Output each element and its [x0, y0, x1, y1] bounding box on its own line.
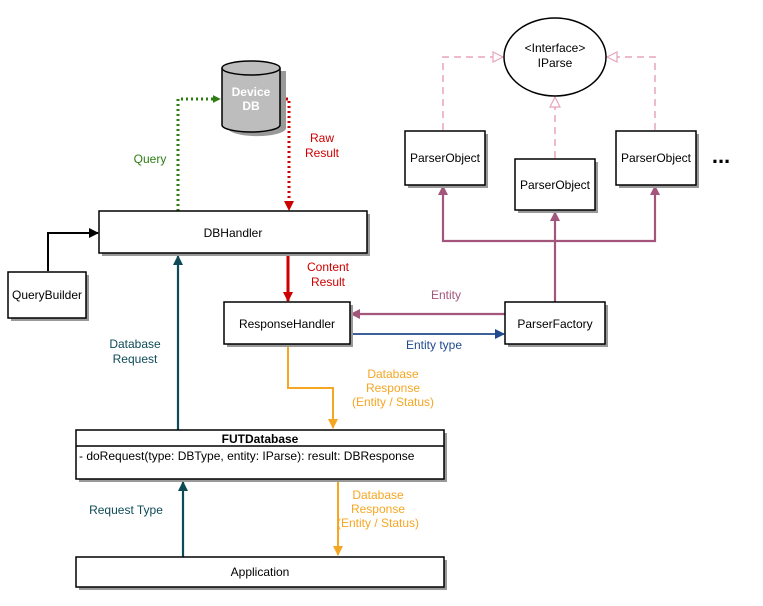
parser-factory-label: ParserFactory	[517, 317, 592, 331]
parser-object-left[interactable]: ParserObject	[404, 130, 488, 188]
db-response-top-label-line2: Response	[366, 381, 420, 395]
parser-object-mid[interactable]: ParserObject	[514, 158, 598, 213]
db-response-top-label-line1: Database	[367, 367, 419, 381]
interface-stereotype: <Interface>	[525, 41, 586, 55]
fut-database[interactable]: FUTDatabase - doRequest(type: DBType, en…	[75, 429, 447, 482]
device-db[interactable]: Device DB	[221, 60, 286, 137]
parser-object-mid-label: ParserObject	[520, 178, 591, 192]
query-edge	[176, 95, 221, 211]
query-builder-label: QueryBuilder	[12, 288, 82, 302]
raw-result-label-line2: Result	[305, 146, 340, 160]
parser-object-left-label: ParserObject	[410, 151, 481, 165]
db-response-bottom-label-line2: Response	[351, 502, 405, 516]
response-handler-label: ResponseHandler	[239, 317, 335, 331]
realize-left-edge	[442, 57, 503, 130]
database-request-label-line1: Database	[109, 337, 161, 351]
query-label: Query	[134, 152, 167, 166]
db-response-bottom-label-line3: (Entity / Status)	[337, 516, 419, 530]
device-db-label-line1: Device	[232, 85, 271, 99]
db-response-top-edge	[287, 345, 338, 429]
db-handler-label: DBHandler	[204, 226, 263, 240]
query-builder[interactable]: QueryBuilder	[7, 271, 89, 321]
request-type-label: Request Type	[89, 503, 163, 517]
entity-type-label: Entity type	[406, 338, 462, 352]
querybuilder-edge	[47, 228, 99, 271]
db-response-top-label-line3: (Entity / Status)	[352, 395, 434, 409]
application[interactable]: Application	[75, 556, 447, 590]
raw-result-edge	[281, 97, 294, 211]
interface-iparse[interactable]: <Interface> IParse	[503, 17, 607, 97]
fut-database-title: FUTDatabase	[222, 432, 299, 446]
device-db-label-line2: DB	[242, 99, 260, 113]
parser-object-right-label: ParserObject	[621, 151, 692, 165]
fut-database-method: - doRequest(type: DBType, entity: IParse…	[79, 449, 415, 463]
realize-right-edge	[607, 57, 656, 130]
database-request-label-line2: Request	[113, 352, 158, 366]
content-result-label-line2: Result	[311, 275, 346, 289]
factory-to-parser-left-edge	[438, 185, 555, 243]
db-handler[interactable]: DBHandler	[98, 210, 370, 256]
parser-object-right[interactable]: ParserObject	[615, 130, 699, 188]
application-label: Application	[231, 565, 290, 579]
factory-to-parser-right-edge	[555, 185, 660, 243]
entity-label: Entity	[431, 288, 461, 302]
more-parsers-ellipsis: ...	[712, 143, 730, 168]
parser-factory[interactable]: ParserFactory	[504, 301, 608, 347]
content-result-label-line1: Content	[307, 260, 350, 274]
raw-result-label-line1: Raw	[310, 131, 334, 145]
db-response-bottom-label-line1: Database	[352, 488, 404, 502]
response-handler[interactable]: ResponseHandler	[223, 301, 353, 347]
interface-name: IParse	[538, 56, 573, 70]
